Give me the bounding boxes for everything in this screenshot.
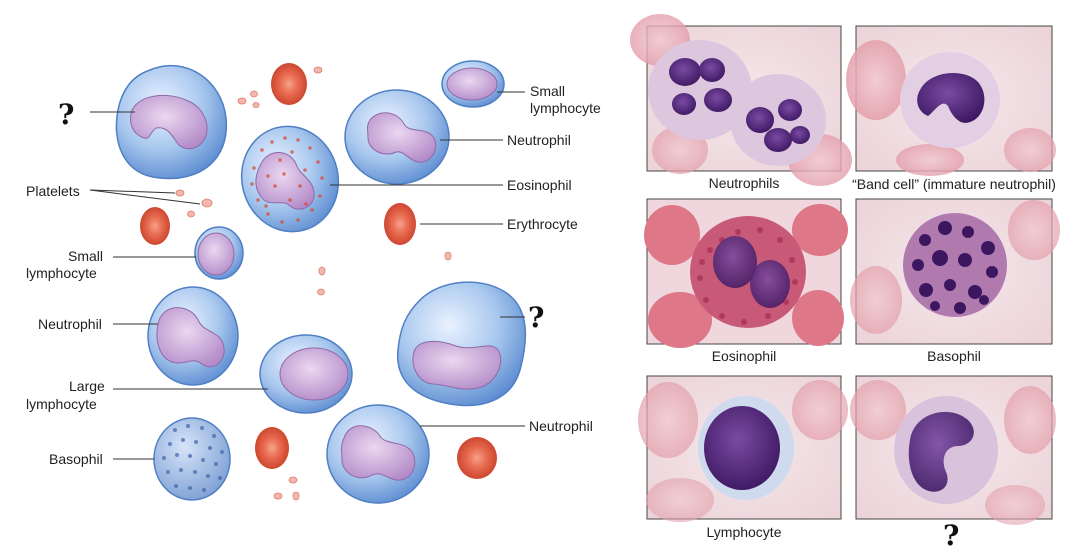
- label-platelets: Platelets: [26, 183, 80, 199]
- neutrophil-cell-left: [147, 286, 239, 386]
- small-lymphocyte-cell-top: [441, 60, 505, 108]
- label-neutrophil-left: Neutrophil: [38, 316, 102, 332]
- micrograph-monocyte: [850, 375, 1056, 525]
- leader-lines: [89, 91, 525, 460]
- erythrocyte-cells: [140, 63, 497, 479]
- label-large-lymphocyte-1: Large: [69, 378, 105, 394]
- label-large-lymphocyte-2: lymphocyte: [26, 396, 97, 412]
- unknown-mark-right: ?: [528, 301, 544, 334]
- label-neutrophil-top: Neutrophil: [507, 132, 571, 148]
- label-small-lymphocyte-left-2: lymphocyte: [26, 265, 97, 281]
- monocyte-cell-top: [115, 64, 228, 180]
- platelets-cluster: [175, 66, 452, 501]
- micrograph-basophil: [850, 198, 1060, 345]
- monocyte-cell-right: [397, 281, 527, 407]
- label-erythrocyte: Erythrocyte: [507, 216, 578, 232]
- label-basophil: Basophil: [49, 451, 103, 467]
- unknown-mark-micrograph: ?: [943, 519, 959, 552]
- micrograph-lymphocyte: [638, 375, 848, 522]
- caption-lymphocyte: Lymphocyte: [707, 524, 782, 540]
- neutrophil-cell-top: [344, 89, 450, 185]
- unknown-mark-top-left: ?: [58, 98, 74, 131]
- caption-eosinophil: Eosinophil: [712, 348, 777, 364]
- label-neutrophil-bottom: Neutrophil: [529, 418, 593, 434]
- micrograph-neutrophils: [630, 14, 852, 186]
- micrographs-panel: Neutrophils “Band cell” (immature neutro…: [630, 14, 1060, 552]
- label-small-lymphocyte-top-2: lymphocyte: [530, 100, 601, 116]
- illustration-panel: ? Small lymphocyte Neutrophil Eosinophil…: [26, 60, 601, 504]
- label-small-lymphocyte-left-1: Small: [68, 248, 103, 264]
- basophil-cell: [153, 417, 231, 501]
- caption-neutrophils: Neutrophils: [709, 175, 780, 191]
- small-lymphocyte-cell-left: [194, 226, 244, 280]
- large-lymphocyte-cell: [259, 334, 353, 414]
- caption-basophil: Basophil: [927, 348, 981, 364]
- micrograph-eosinophil: [644, 198, 848, 348]
- label-eosinophil: Eosinophil: [507, 177, 572, 193]
- micrograph-band-cell: [846, 25, 1056, 176]
- eosinophil-cell: [240, 125, 340, 233]
- caption-band-cell: “Band cell” (immature neutrophil): [852, 176, 1056, 192]
- label-small-lymphocyte-top-1: Small: [530, 83, 565, 99]
- neutrophil-cell-bottom: [326, 404, 430, 504]
